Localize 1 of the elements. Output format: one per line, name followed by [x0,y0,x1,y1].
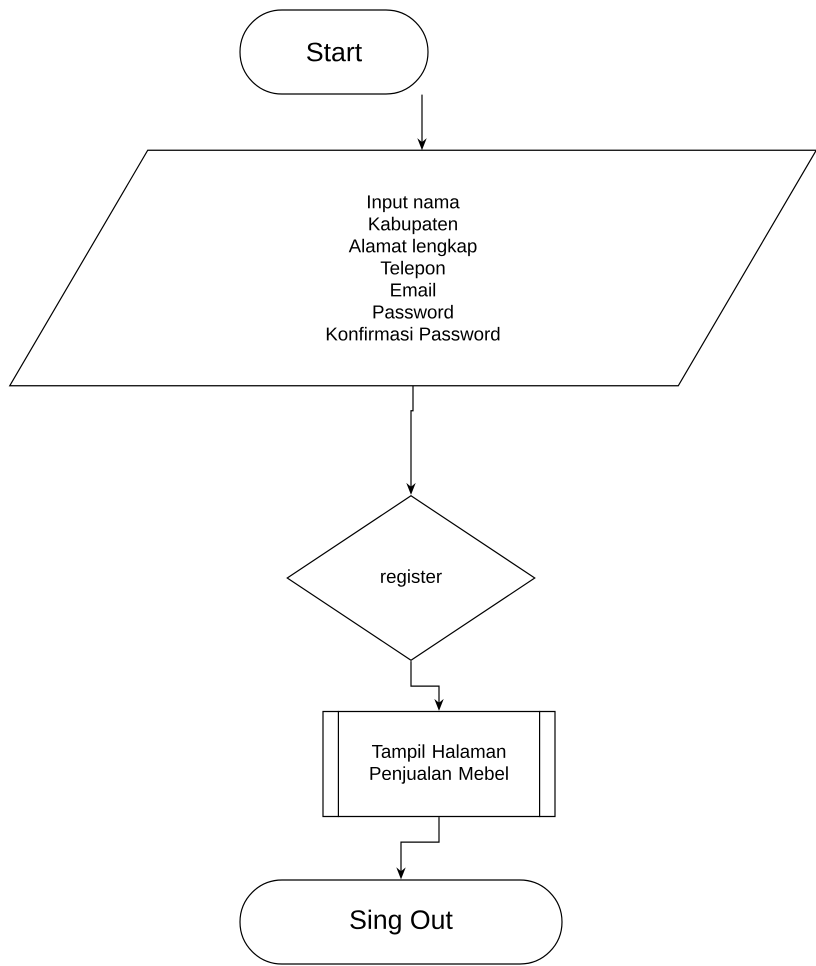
predefined-process-box: Tampil Halaman Penjualan Mebel [322,710,556,818]
